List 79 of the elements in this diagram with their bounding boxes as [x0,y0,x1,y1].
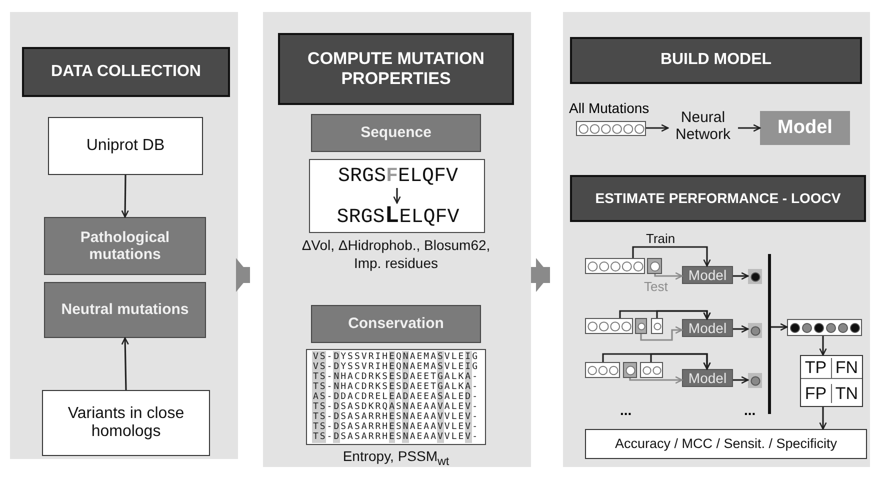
block-arrow [531,258,550,292]
header-text: COMPUTE MUTATION PROPERTIES [306,49,486,89]
model-box [682,319,733,337]
matrix-cell-text: TN [834,384,860,404]
header-text: DATA COLLECTION [50,62,202,82]
box-text: Accuracy / MCC / Sensit. / Specificity [614,436,838,452]
box-text: Model [687,320,728,336]
arrow [121,337,129,390]
arrow [640,326,683,341]
block-arrow [236,258,250,292]
panel-background [10,12,238,459]
alignment-row: AS-DDACDRELEADAEEASALED- [312,392,480,402]
box-text: Model [687,266,728,284]
model-box [682,369,733,387]
header-text: BUILD MODEL [659,51,773,70]
caption-text: ΔVol, ΔHidrophob., Blosum62, Imp. residues [300,237,492,272]
caption-text: Entropy, PSSM$_{wt}$ [342,448,450,470]
sequence-box [309,159,485,233]
confusion-matrix [800,355,863,407]
panel-background [563,12,870,467]
alignment-row: TS-DSASARRHESNAEAAVVLEV- [312,422,480,432]
ellipsis-text: ... [744,402,756,418]
category-box [311,114,481,152]
box-text: Conservation [347,315,445,333]
model-box [682,266,733,284]
arrow [819,407,827,430]
alignment-row: TS-DSASARRHESNAEAAVVLEV- [312,412,480,422]
process-box [42,390,210,456]
divider-bar [768,254,771,414]
box-text: Model [776,117,834,139]
sequence-text: SRGSFELQFV [336,164,460,188]
header-box [570,37,862,84]
category-box [44,217,206,275]
box-text: Neural Network [674,108,732,144]
alignment-box [306,349,486,445]
alignment-row: VS-DYSSVRIHEQNAEMASVLEIG [312,362,480,372]
matrix-cell: FP [801,384,832,404]
sequence-text: SRGSLELQFV [336,203,460,231]
arrow [646,124,669,132]
arrow [656,310,711,320]
box-text: Neutral mutations [60,301,190,319]
matrix-cell: FN [832,358,862,379]
category-box [44,282,206,338]
arrow [819,336,827,356]
box-text: Sequence [360,124,432,142]
arrow [771,323,788,331]
header-box [570,175,866,222]
box-text: Uniprot DB [85,136,166,156]
arrow [121,175,129,218]
edge-label: Test [642,280,670,294]
box-text: Pathological mutations [79,228,171,264]
alignment-row: TS-NHACDRKSESDAEETGALKA- [312,372,480,382]
arrow [733,376,749,384]
vector-label: All Mutations [569,100,650,116]
box-text: Variants in close homologs [66,404,186,442]
arrow [629,376,683,384]
category-box [311,305,481,343]
process-box [585,429,867,459]
alignment-row: TS-DSASDKRQASNAEAAVALEV- [312,402,480,412]
arrow [733,325,749,333]
header-box [278,33,514,105]
arrow [733,272,749,280]
process-box [48,117,203,175]
header-box [22,47,230,97]
arrow [738,124,761,132]
arrow [632,246,711,267]
alignment-row: VS-DYSSVRIHEQNAEMASVLEIG [312,352,480,362]
alignment-row: TS-DSASARRHESNAEAAVVLEV- [312,432,480,442]
arrow [393,188,401,204]
model-box [760,111,850,145]
panel-background [263,12,531,467]
ellipsis-text: ... [620,402,632,418]
arrow [654,272,683,280]
header-text: ESTIMATE PERFORMANCE - LOOCV [594,190,842,207]
edge-label: Train [644,232,678,246]
box-text: Model [687,370,728,386]
matrix-cell: TP [801,358,832,379]
alignment-row: TS-NHACDRKSESDAEETGALKA- [312,382,480,392]
arrow [650,353,711,370]
